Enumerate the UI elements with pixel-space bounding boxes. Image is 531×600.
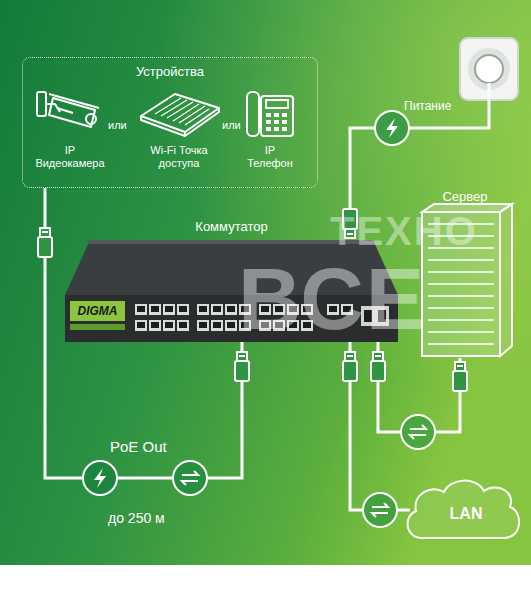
or-word: или xyxy=(222,119,241,132)
watermark: ТЕХНО xyxy=(330,208,478,254)
distance-label: до 250 м xyxy=(108,510,165,526)
device-label: IP Видеокамера xyxy=(35,144,105,170)
green-glow xyxy=(0,0,531,565)
cable-label: PoE Out xyxy=(110,438,167,456)
data-symbol xyxy=(363,493,397,527)
camera-device: IP Видеокамера xyxy=(33,86,107,173)
power-symbol xyxy=(375,111,409,145)
phone-device: IP Телефон xyxy=(243,86,297,173)
rj45-plug xyxy=(235,352,249,381)
network-cable xyxy=(350,342,410,510)
or-word: или xyxy=(108,119,127,132)
rj45-plug xyxy=(371,352,385,381)
device-label: IP Телефон xyxy=(245,144,295,170)
device-icon xyxy=(135,86,223,141)
device-icon xyxy=(243,86,297,141)
watermark: ВСЕ xyxy=(238,248,426,349)
device-label: Wi-Fi Точка доступа xyxy=(136,144,222,170)
power-symbol xyxy=(83,461,117,495)
rj45-plug xyxy=(38,228,52,257)
group-heading: Устройства xyxy=(23,63,317,81)
device-icon xyxy=(33,86,107,141)
data-symbol xyxy=(173,461,207,495)
brand-plate: DIGMA xyxy=(70,301,125,321)
data-symbol xyxy=(401,415,435,449)
power-label: Питание xyxy=(404,100,451,114)
access-point-device: Wi-Fi Точка доступа xyxy=(135,86,223,173)
device-icon-drawing xyxy=(243,86,297,141)
device-icon-drawing xyxy=(135,86,223,141)
rj45-plug xyxy=(343,352,357,381)
rj45-plug xyxy=(453,362,467,391)
device-group: Устройства IP Видеокамера Wi-Fi Точка дост… xyxy=(22,57,318,188)
lan-cloud: LAN xyxy=(402,476,524,542)
device-icon-drawing xyxy=(33,86,107,141)
green-ground xyxy=(0,0,531,565)
server-heading: Сервер xyxy=(415,188,515,206)
white-strip xyxy=(0,565,531,600)
cloud-label: LAN xyxy=(402,504,524,524)
